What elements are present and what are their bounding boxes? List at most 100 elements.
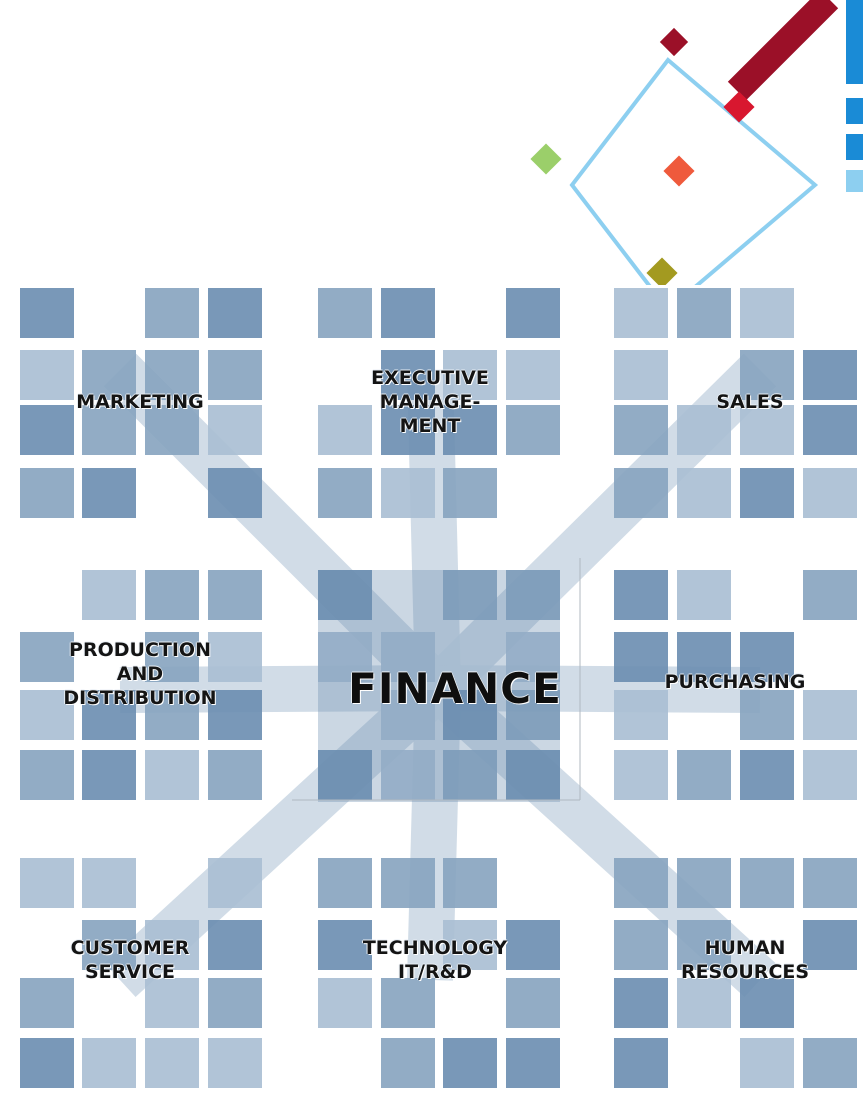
grid-tile: [145, 750, 199, 800]
grid-tile: [82, 690, 136, 740]
grid-tile: [381, 288, 435, 338]
grid-tile: [20, 978, 74, 1028]
grid-tile: [20, 468, 74, 518]
grid-tile: [677, 570, 731, 620]
grid-tile: [443, 350, 497, 400]
grid-tile: [208, 570, 262, 620]
logo-diamond-outline: [569, 57, 819, 285]
grid-tile: [82, 570, 136, 620]
grid-tile: [318, 858, 372, 908]
grid-tile: [443, 570, 497, 620]
grid-tile: [208, 690, 262, 740]
grid-tile: [506, 978, 560, 1028]
grid-tile: [740, 288, 794, 338]
grid-tile: [318, 570, 372, 620]
grid-tile: [614, 350, 668, 400]
grid-tile: [208, 405, 262, 455]
label-technology: TECHNOLOGY IT/R&D: [362, 937, 508, 983]
grid-tile: [20, 632, 74, 682]
logo-olive-diamond: [646, 257, 678, 285]
grid-tile: [803, 468, 857, 518]
grid-tile: [381, 978, 435, 1028]
grid-tile: [208, 468, 262, 518]
grid-tile: [20, 750, 74, 800]
grid-tile: [740, 468, 794, 518]
grid-tile: [614, 632, 668, 682]
grid-tile: [381, 350, 435, 400]
grid-tile: [318, 632, 372, 682]
grid-tile: [318, 978, 372, 1028]
logo-orange-diamond: [663, 155, 695, 187]
grid-tile: [803, 858, 857, 908]
grid-tile: [803, 750, 857, 800]
grid-tile: [740, 690, 794, 740]
grid-tile: [677, 750, 731, 800]
grid-tile: [145, 690, 199, 740]
grid-tile: [20, 288, 74, 338]
grid-tile: [20, 1038, 74, 1088]
grid-tile: [318, 750, 372, 800]
grid-tile: [506, 920, 560, 970]
grid-tile: [443, 468, 497, 518]
grid-tile: [803, 1038, 857, 1088]
logo-dark-red-diamond: [659, 27, 689, 57]
grid-tile: [443, 1038, 497, 1088]
grid-tile: [677, 288, 731, 338]
grid-tile: [614, 1038, 668, 1088]
grid-tile: [506, 632, 560, 682]
grid-tile: [614, 468, 668, 518]
logo-red-slash: [727, 0, 839, 101]
grid-tile: [740, 750, 794, 800]
grid-tile: [443, 858, 497, 908]
label-executive-management: EXECUTIVE MANAGE- MENT: [371, 367, 489, 437]
grid-tile: [381, 405, 435, 455]
logo-green-diamond: [530, 143, 562, 175]
grid-tile: [803, 405, 857, 455]
diagram-canvas: [20, 288, 857, 1088]
grid-tile: [145, 632, 199, 682]
grid-tile: [145, 288, 199, 338]
grid-tile: [803, 570, 857, 620]
grid-tile: [506, 690, 560, 740]
label-marketing: MARKETING: [76, 391, 204, 413]
logo-graphic: [530, 0, 863, 285]
grid-tile: [145, 920, 199, 970]
grid-tile: [614, 690, 668, 740]
organization-diagram: MARKETING EXECUTIVE MANAGE- MENT SALES P…: [0, 280, 863, 1093]
grid-tile: [318, 920, 372, 970]
grid-tile: [82, 350, 136, 400]
grid-tile: [443, 920, 497, 970]
grid-tile: [506, 570, 560, 620]
grid-tile: [614, 750, 668, 800]
grid-tile: [208, 858, 262, 908]
grid-tile: [208, 288, 262, 338]
grid-tile: [145, 350, 199, 400]
logo-blue-bar-4: [846, 170, 863, 192]
grid-tile: [614, 405, 668, 455]
grid-tile: [82, 1038, 136, 1088]
label-finance: FINANCE: [348, 664, 562, 713]
grid-tile: [82, 405, 136, 455]
grid-tile: [381, 750, 435, 800]
grid-tile: [677, 632, 731, 682]
grid-tile: [614, 288, 668, 338]
grid-tile: [318, 405, 372, 455]
grid-tile: [208, 1038, 262, 1088]
grid-tile: [803, 920, 857, 970]
grid-tile: [677, 405, 731, 455]
grid-tile: [20, 690, 74, 740]
grid-tile: [20, 405, 74, 455]
center-block: [318, 570, 560, 802]
grid-tile: [740, 1038, 794, 1088]
label-purchasing: PURCHASING: [664, 671, 806, 693]
grid-tile: [803, 350, 857, 400]
grid-tile: [677, 920, 731, 970]
grid-tile: [506, 288, 560, 338]
grid-tile: [614, 920, 668, 970]
grid-tile: [145, 1038, 199, 1088]
grid-tile: [145, 570, 199, 620]
grid-tile: [381, 468, 435, 518]
grid-tile: [614, 858, 668, 908]
grid-tile: [208, 750, 262, 800]
label-production-distribution: PRODUCTION AND DISTRIBUTION: [63, 639, 217, 709]
